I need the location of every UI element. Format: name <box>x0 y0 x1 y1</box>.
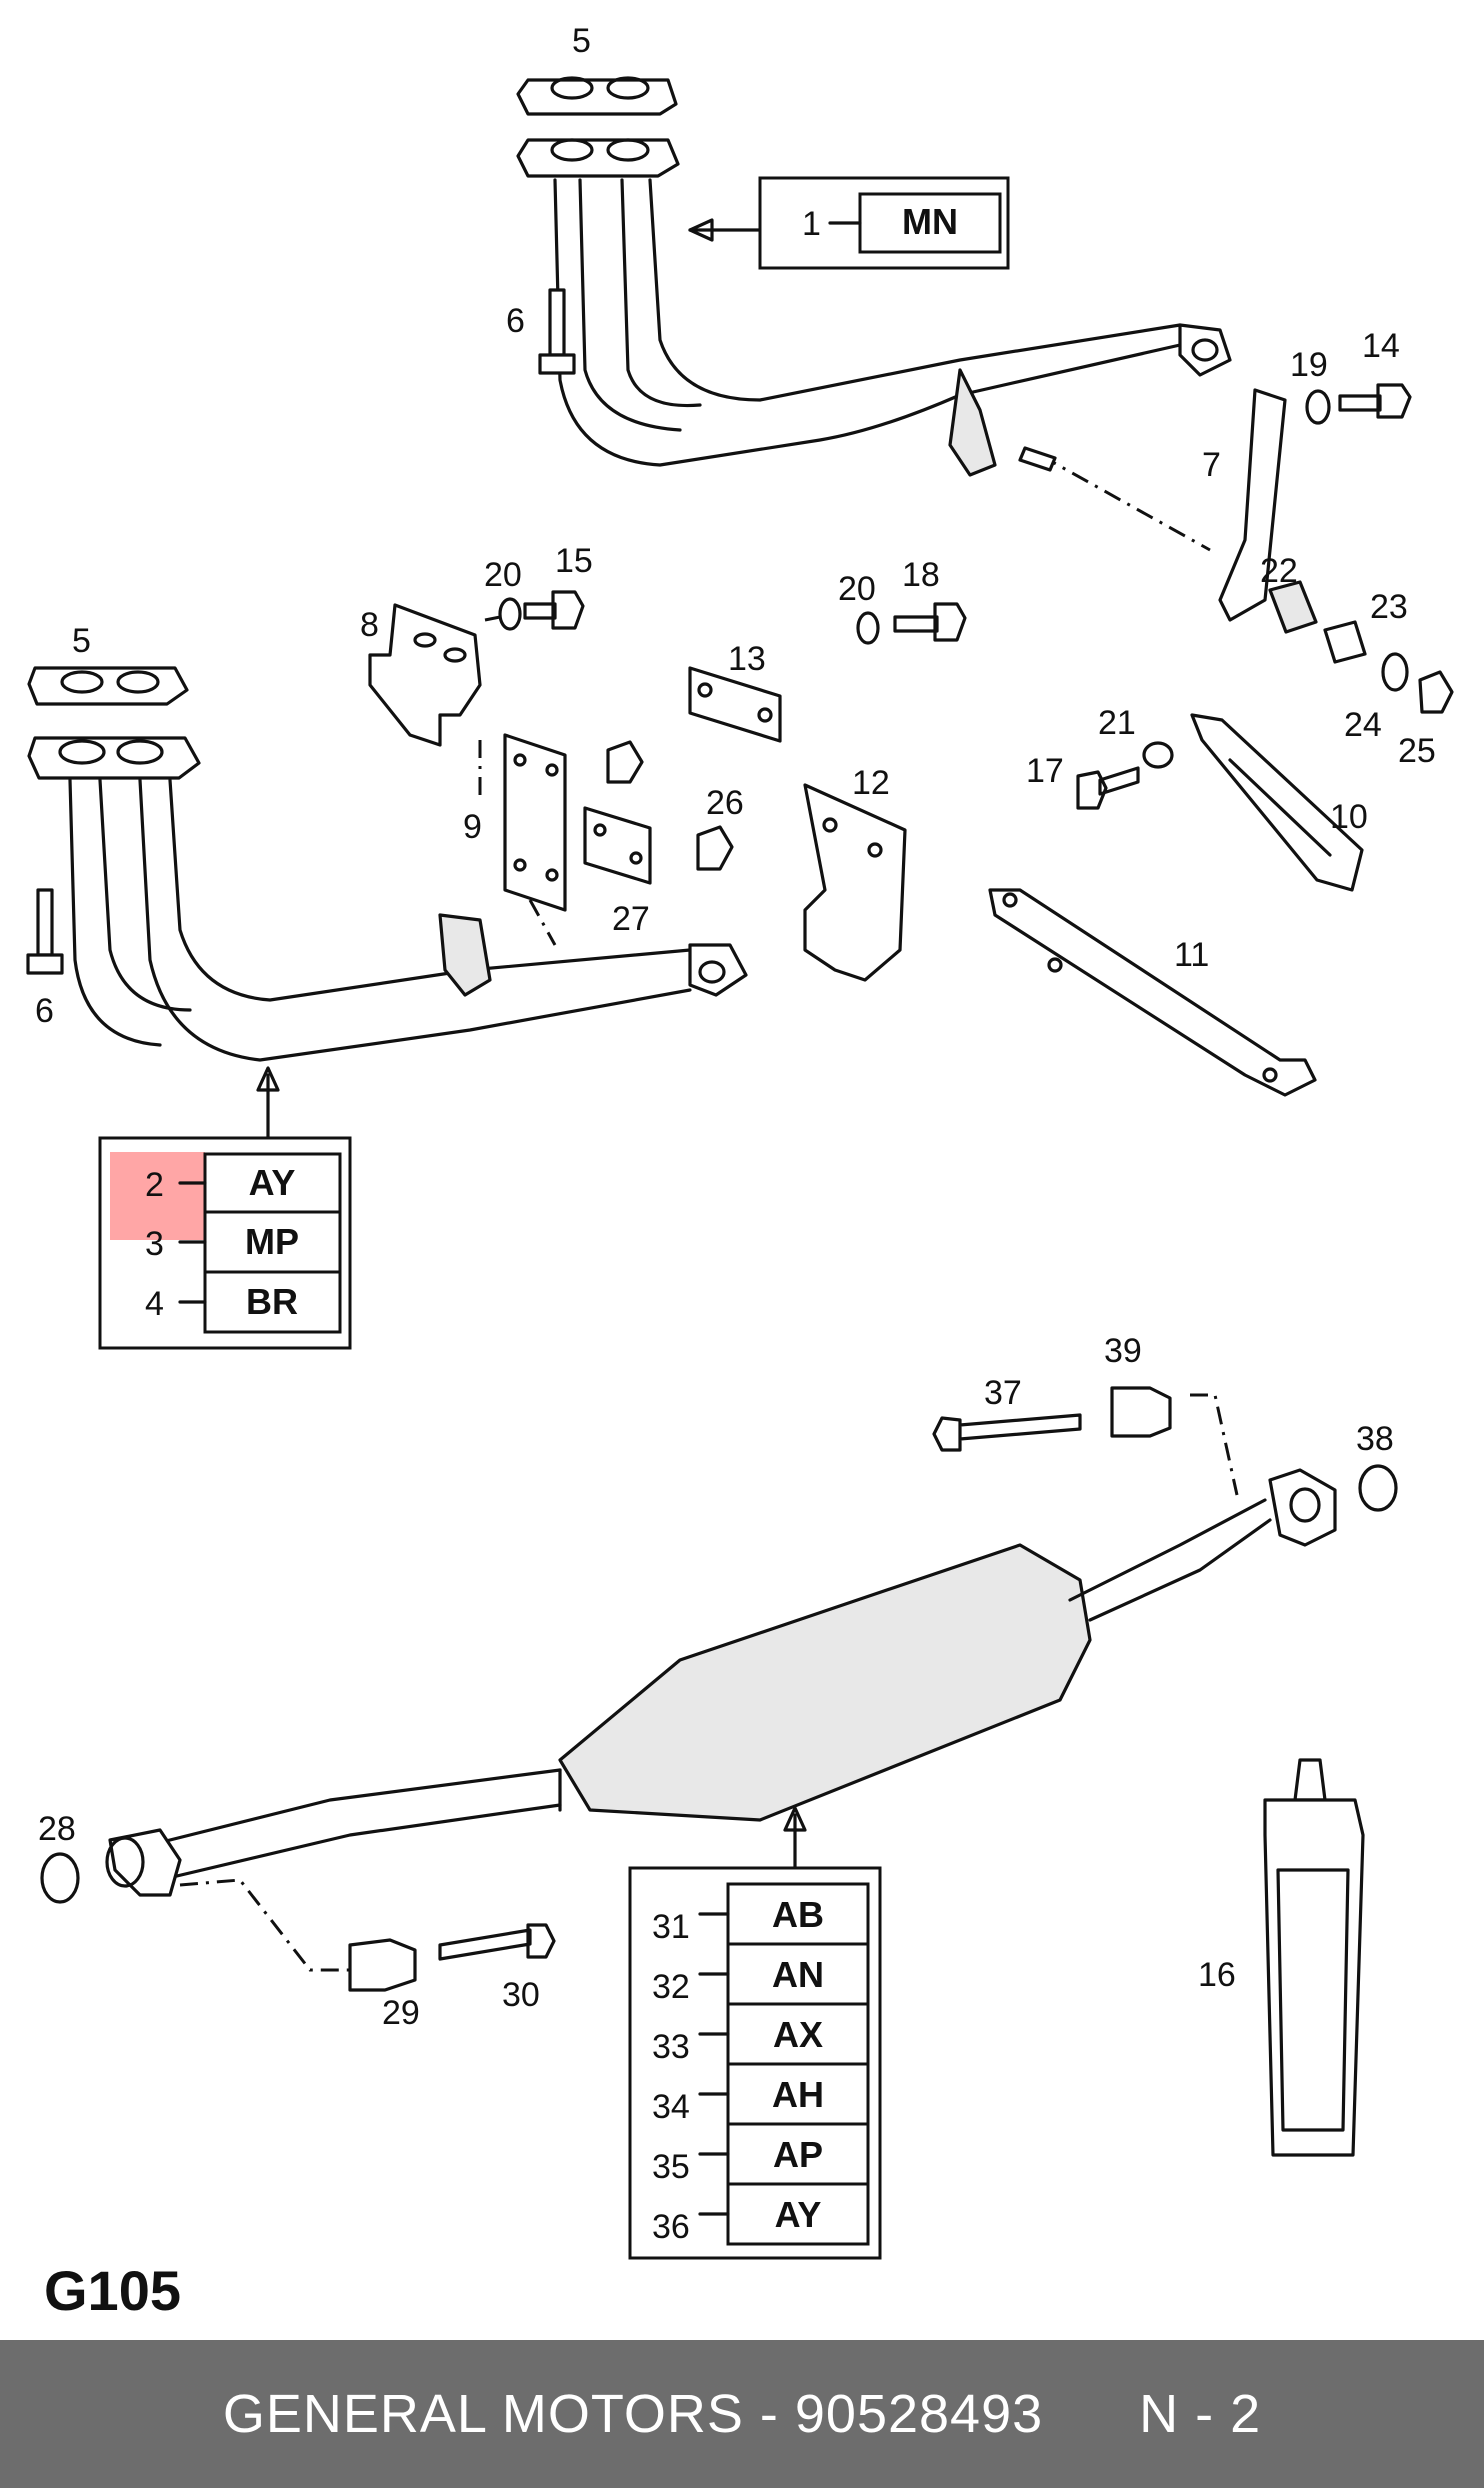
footer-text: GENERAL MOTORS - 90528493 N - 2 <box>222 2384 1262 2444</box>
exhaust-parts-diagram: 1 MN <box>26 22 1454 2260</box>
callout-37: 37 <box>984 1374 1022 1412</box>
sleeve-23 <box>1323 620 1367 664</box>
callout-11: 11 <box>1174 936 1209 974</box>
ring-28 <box>40 1852 80 1904</box>
bolt-6-lower <box>26 888 64 975</box>
page-code: G105 <box>44 2259 181 2322</box>
table-2-row-2-num: 3 <box>145 1225 164 1263</box>
callout-6-mid: 6 <box>35 992 54 1030</box>
callout-26: 26 <box>706 784 744 822</box>
callout-39: 39 <box>1104 1332 1142 1370</box>
washer-20-b <box>856 611 880 645</box>
stud-upper <box>1018 446 1057 472</box>
bush-22 <box>1268 580 1318 634</box>
callout-12: 12 <box>852 764 890 802</box>
bracket-11 <box>988 888 1317 1097</box>
bracket-8 <box>368 603 482 747</box>
washer-24 <box>1381 652 1409 692</box>
table-2-row-3-code: BR <box>246 1281 298 1322</box>
callout-22: 22 <box>1260 552 1298 590</box>
bolt-6-upper <box>538 288 576 375</box>
bracket-12 <box>803 783 907 982</box>
muffler-row-3-code: AX <box>773 2014 823 2055</box>
table-1-row-num: 1 <box>802 205 821 243</box>
bolt-18 <box>893 602 967 642</box>
callout-18: 18 <box>902 556 940 594</box>
callout-25: 25 <box>1398 732 1436 770</box>
callout-16: 16 <box>1198 1956 1236 1994</box>
bolt-37 <box>932 1413 1082 1452</box>
washer-21 <box>1142 741 1174 769</box>
callout-14: 14 <box>1362 327 1400 365</box>
nut-26 <box>696 825 734 871</box>
bolt-14 <box>1338 383 1412 419</box>
muffler-row-1-num: 31 <box>652 1908 690 1946</box>
callout-17: 17 <box>1026 752 1064 790</box>
muffler-row-1-code: AB <box>772 1894 824 1935</box>
table-2-row-1-code: AY <box>249 1162 296 1203</box>
callout-38: 38 <box>1356 1420 1394 1458</box>
manifold-lower <box>27 666 748 1062</box>
callout-23: 23 <box>1370 588 1408 626</box>
ring-38 <box>1358 1464 1398 1512</box>
variant-table-part-1: 1 MN <box>758 176 1010 270</box>
rubber-39 <box>1110 1386 1172 1438</box>
manifold-upper <box>516 76 1232 477</box>
callout-24: 24 <box>1344 706 1382 744</box>
muffler-row-4-code: AH <box>772 2074 824 2115</box>
muffler-row-4-num: 34 <box>652 2088 690 2126</box>
table-2-row-2-code: MP <box>245 1221 299 1262</box>
muffler-row-6-code: AY <box>775 2194 822 2235</box>
muffler-row-5-code: AP <box>773 2134 823 2175</box>
callout-6-top: 6 <box>506 302 525 340</box>
muffler-row-6-num: 36 <box>652 2208 690 2246</box>
callout-20-b: 20 <box>838 570 876 608</box>
callout-10: 10 <box>1330 798 1368 836</box>
muffler-row-2-num: 32 <box>652 1968 690 2006</box>
bolt-30 <box>438 1923 556 1961</box>
callout-29: 29 <box>382 1994 420 2032</box>
callout-20-a: 20 <box>484 556 522 594</box>
bolt-15 <box>523 590 585 630</box>
bolt-17 <box>1076 766 1140 810</box>
washer-20-a <box>498 597 522 631</box>
callout-19: 19 <box>1290 346 1328 384</box>
plate-13 <box>688 666 782 743</box>
callout-8: 8 <box>360 606 379 644</box>
callout-27: 27 <box>612 900 650 938</box>
muffler-row-2-code: AN <box>772 1954 824 1995</box>
callout-30: 30 <box>502 1976 540 2014</box>
callout-21: 21 <box>1098 704 1136 742</box>
callout-15: 15 <box>555 542 593 580</box>
washer-19 <box>1305 389 1331 425</box>
footer-bar: GENERAL MOTORS - 90528493 N - 2 <box>0 2340 1484 2488</box>
muffler-row-3-num: 33 <box>652 2028 690 2066</box>
bracket-7 <box>1218 388 1287 622</box>
table-1-row-code: MN <box>902 201 958 242</box>
table-2-row-3-num: 4 <box>145 1285 164 1323</box>
callout-13: 13 <box>728 640 766 678</box>
nut-upper-9 <box>606 740 644 784</box>
sealant-tube-16 <box>1263 1758 1365 2157</box>
callout-9: 9 <box>463 808 482 846</box>
rubber-29 <box>348 1938 417 1992</box>
callout-5-top: 5 <box>572 22 591 60</box>
nut-25 <box>1418 670 1454 714</box>
variant-table-part-2: 2 AY 3 MP 4 BR <box>98 1136 352 1350</box>
muffler-row-5-num: 35 <box>652 2148 690 2186</box>
callout-5-mid: 5 <box>72 622 91 660</box>
highlight-marker <box>110 1152 205 1240</box>
callout-7: 7 <box>1202 446 1221 484</box>
muffler-assembly <box>105 1468 1337 1897</box>
plate-27 <box>583 806 652 885</box>
table-2-row-1-num: 2 <box>145 1166 164 1204</box>
variant-table-muffler: 31 AB 32 AN 33 AX 34 AH 35 AP 36 AY <box>628 1866 882 2260</box>
callout-28: 28 <box>38 1810 76 1848</box>
